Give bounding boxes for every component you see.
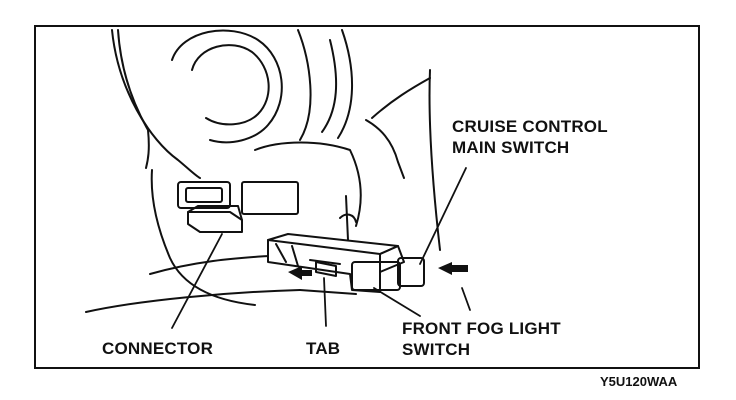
bracket-line: [345, 195, 349, 241]
floor-line-left: [85, 289, 301, 313]
label-tab: TAB: [306, 339, 341, 358]
switch-opening-right: [241, 181, 299, 215]
switch-ridge: [275, 243, 341, 267]
dash-lower-curve: [150, 169, 256, 306]
tab-push-arrow: [288, 266, 312, 280]
cluster-bezel: [297, 29, 312, 141]
right-vertical-edge: [428, 69, 441, 251]
bracket-hook: [339, 213, 357, 223]
leader-right-vertical: [461, 287, 471, 311]
gauge-ring-right-inner: [337, 29, 354, 139]
leader-connector: [171, 233, 223, 329]
right-panel-edge: [371, 77, 431, 119]
gauge-ring-right: [321, 39, 338, 133]
leader-tab: [323, 277, 327, 327]
diagram-frame: [34, 25, 700, 369]
floor-line-low: [299, 289, 357, 295]
gauge-ring-inner: [191, 44, 270, 126]
knee-panel-line: [149, 255, 269, 275]
dash-left-edge: [117, 29, 150, 169]
leader-front-fog: [373, 287, 421, 317]
dash-panel-outline: [111, 29, 201, 179]
switch-assembly-face: [379, 245, 405, 273]
tab-feature: [315, 261, 337, 277]
label-cruise-control-main-switch: CRUISE CONTROL MAIN SWITCH: [452, 117, 608, 157]
switch-opening-left-inner: [185, 187, 223, 203]
steering-column: [254, 141, 362, 227]
connector-top: [187, 205, 243, 221]
figure-code: Y5U120WAA: [600, 374, 678, 389]
label-front-fog-light-switch: FRONT FOG LIGHT SWITCH: [402, 319, 561, 359]
label-connector: CONNECTOR: [102, 339, 214, 358]
connector-block: [187, 211, 243, 233]
cruise-switch-body: [397, 257, 425, 287]
column-right-contour: [365, 119, 405, 179]
switch-push-arrow: [438, 262, 468, 275]
leader-cruise-control: [419, 167, 467, 265]
switch-opening-left: [177, 181, 231, 209]
gauge-ring-outer: [171, 29, 283, 144]
